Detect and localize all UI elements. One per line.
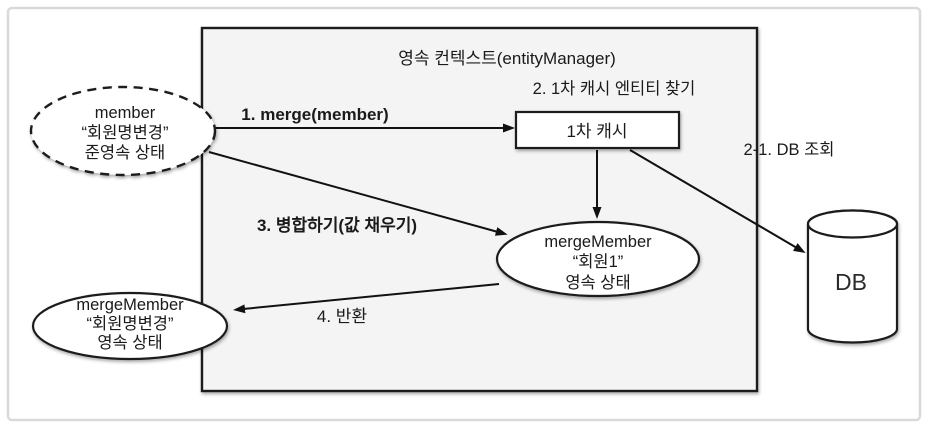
db-cylinder-top [806,209,899,239]
member-line2: “회원명변경” [82,123,169,142]
merge-member-ellipse [495,220,701,298]
step2-label: 2. 1차 캐시 엔티티 찾기 [533,79,696,98]
db-label: DB [835,269,867,295]
db-select-arrow [629,149,806,254]
member-line1: member [95,104,156,122]
returned-member-line2: “회원명변경” [87,314,174,333]
return-arrow [233,283,500,314]
persistence-context-box [200,26,759,393]
member-ellipse [29,85,217,177]
first-cache-label: 1차 캐시 [566,122,627,141]
returned-member-node: mergeMember “회원명변경” 영속 상태 [31,291,229,361]
first-cache-box [514,110,681,150]
first-cache-node: 1차 캐시 [514,110,681,150]
member-node: member “회원명변경” 준영속 상태 [29,85,217,177]
returned-member-line3: 영속 상태 [97,333,162,352]
merge-fill-arrow [208,151,508,236]
merge-member-line2: “회원1” [573,252,624,271]
step4-label: 4. 반환 [317,307,367,326]
member-line3: 준영속 상태 [85,143,165,162]
step1-label: 1. merge(member) [241,105,388,124]
returned-member-ellipse [31,291,229,361]
db-node: DB [806,209,899,344]
merge-member-line3: 영속 상태 [565,273,630,292]
merge-member-line1: mergeMember [544,233,652,251]
step2-1-label: 2-1. DB 조회 [744,140,835,159]
persistence-context-title: 영속 컨텍스트(entityManager) [398,49,616,68]
step3-label: 3. 병합하기(값 채우기) [257,215,417,235]
merge-member-node: mergeMember “회원1” 영속 상태 [495,220,701,298]
returned-member-line1: mergeMember [76,296,184,314]
